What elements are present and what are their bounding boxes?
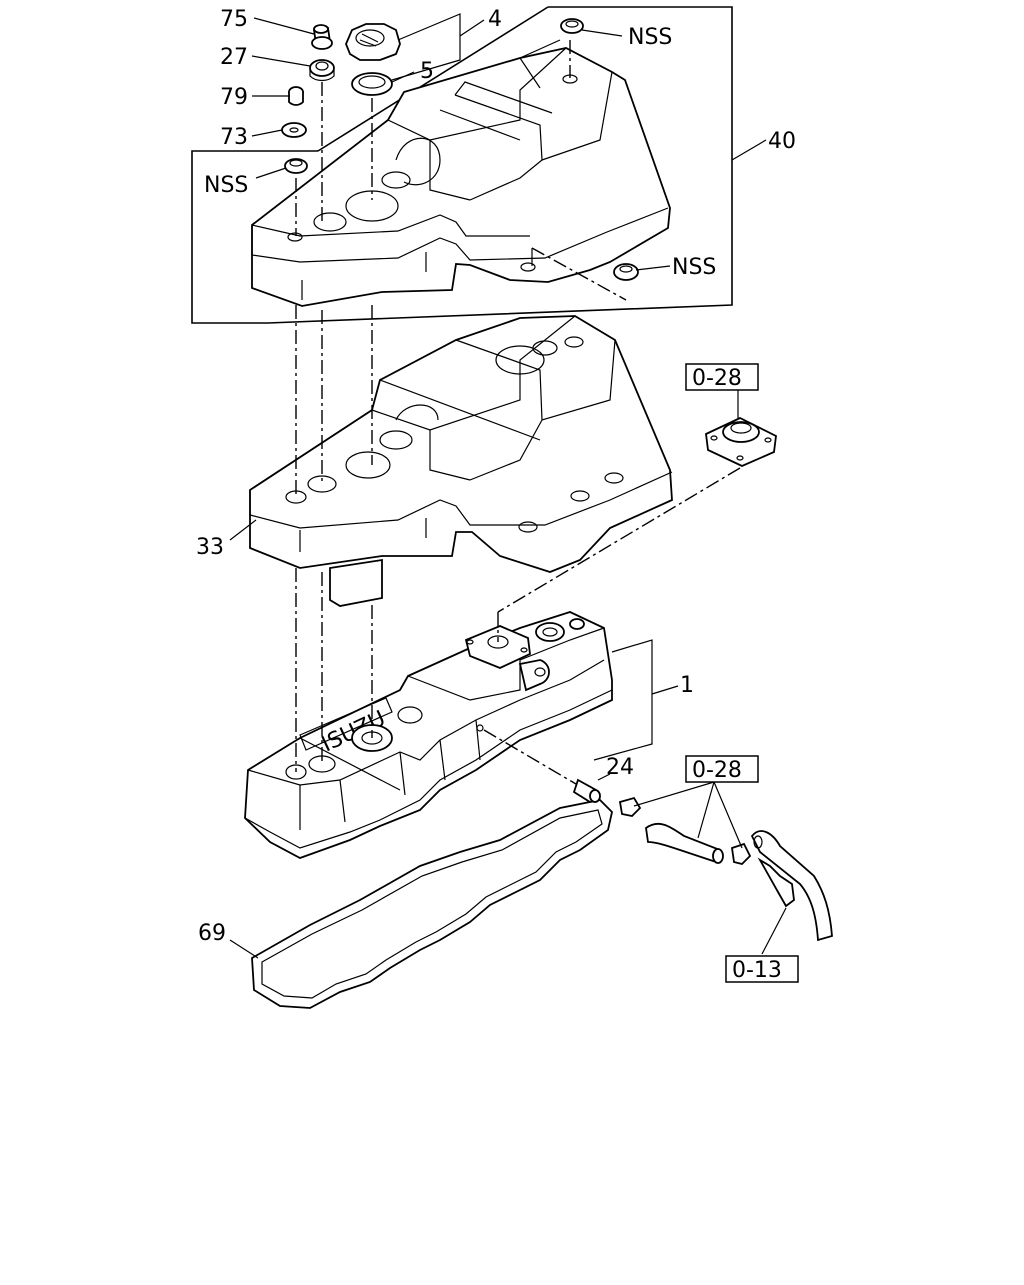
callout-nss-top: NSS [628, 25, 672, 50]
bolt-79 [288, 86, 304, 106]
washer-73 [281, 122, 307, 138]
rocker-cover-1: ISUZU [244, 611, 613, 859]
nss-grommet-top [560, 18, 584, 34]
callout-75: 75 [220, 7, 248, 32]
ref-box-1: 0-28 [685, 363, 759, 391]
gasket-tab [329, 558, 383, 607]
leader-lines [229, 13, 787, 959]
oring-5 [351, 72, 393, 96]
callout-nss-right: NSS [672, 255, 716, 280]
nss-grommet-left [284, 158, 308, 174]
oil-cap-4 [345, 23, 401, 61]
callout-4: 4 [488, 7, 502, 32]
callout-79: 79 [220, 85, 248, 110]
callout-73: 73 [220, 125, 248, 150]
callout-nss-left: NSS [204, 173, 248, 198]
breather-hose [618, 796, 833, 942]
callout-69: 69 [198, 921, 226, 946]
ref-box-2: 0-28 [685, 755, 759, 783]
assembly-40-frame [191, 6, 733, 324]
callout-27: 27 [220, 45, 248, 70]
gasket-33 [249, 315, 673, 573]
assembly-lines [295, 39, 741, 785]
callout-1: 1 [680, 673, 694, 698]
seal-27 [309, 59, 335, 82]
gasket-69 [251, 799, 613, 1009]
pcv-valve-part [705, 416, 777, 467]
nss-grommet-right [613, 263, 639, 281]
callout-33: 33 [196, 535, 224, 560]
callout-40: 40 [768, 129, 796, 154]
plug-24 [572, 778, 601, 803]
callout-24: 24 [606, 755, 634, 780]
ref-label-3: 0-13 [732, 958, 782, 983]
ref-label-1: 0-28 [692, 366, 742, 391]
ref-label-2: 0-28 [692, 758, 742, 783]
bolt-75 [311, 24, 333, 50]
callout-5: 5 [420, 59, 434, 84]
ref-box-3: 0-13 [725, 955, 799, 983]
callout-labels: 75 27 79 73 4 5 NSS 40 NSS NSS 33 1 24 6… [196, 7, 796, 946]
upper-cover-40 [251, 47, 671, 307]
